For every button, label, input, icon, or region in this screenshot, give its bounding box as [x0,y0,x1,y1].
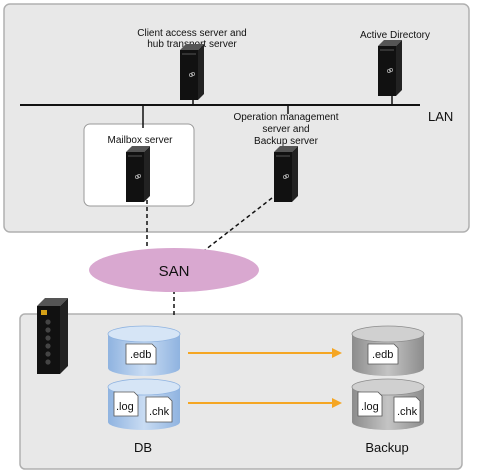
client-access-server-icon [179,43,205,101]
storage-tower-icon [37,298,68,374]
operation-mgmt-label-line2: server and [262,124,309,135]
db-label: DB [134,440,152,455]
san-cloud [89,248,259,292]
san-label: SAN [159,263,190,280]
operation-mgmt-label-line1: Operation management [233,112,338,123]
backup-chk-file-icon [393,396,421,423]
backup-log-file-label: .log [361,401,379,413]
backup-label: Backup [365,440,408,455]
log-file-icon [113,391,139,417]
operation-mgmt-san-link [204,197,273,251]
db-log-file-label: .log [116,401,134,413]
chk-file-icon [145,396,173,423]
db-chk-file-label: .chk [149,406,170,418]
operation-mgmt-server-icon [273,145,299,203]
lan-label: LAN [428,109,453,124]
backup-edb-file-icon [367,343,399,365]
active-directory-server-icon [377,39,403,97]
backup-edb-file-label: .edb [372,349,393,361]
db-edb-file-label: .edb [130,349,151,361]
mailbox-server-label: Mailbox server [107,135,173,146]
mailbox-server-icon [125,145,151,203]
backup-log-file-icon [357,391,383,417]
backup-chk-file-label: .chk [397,406,418,418]
active-directory-label: Active Directory [360,30,430,41]
operation-mgmt-label-line3: Backup server [254,136,319,147]
client-access-label-line1: Client access server and [137,28,247,39]
edb-file-icon [125,343,157,365]
